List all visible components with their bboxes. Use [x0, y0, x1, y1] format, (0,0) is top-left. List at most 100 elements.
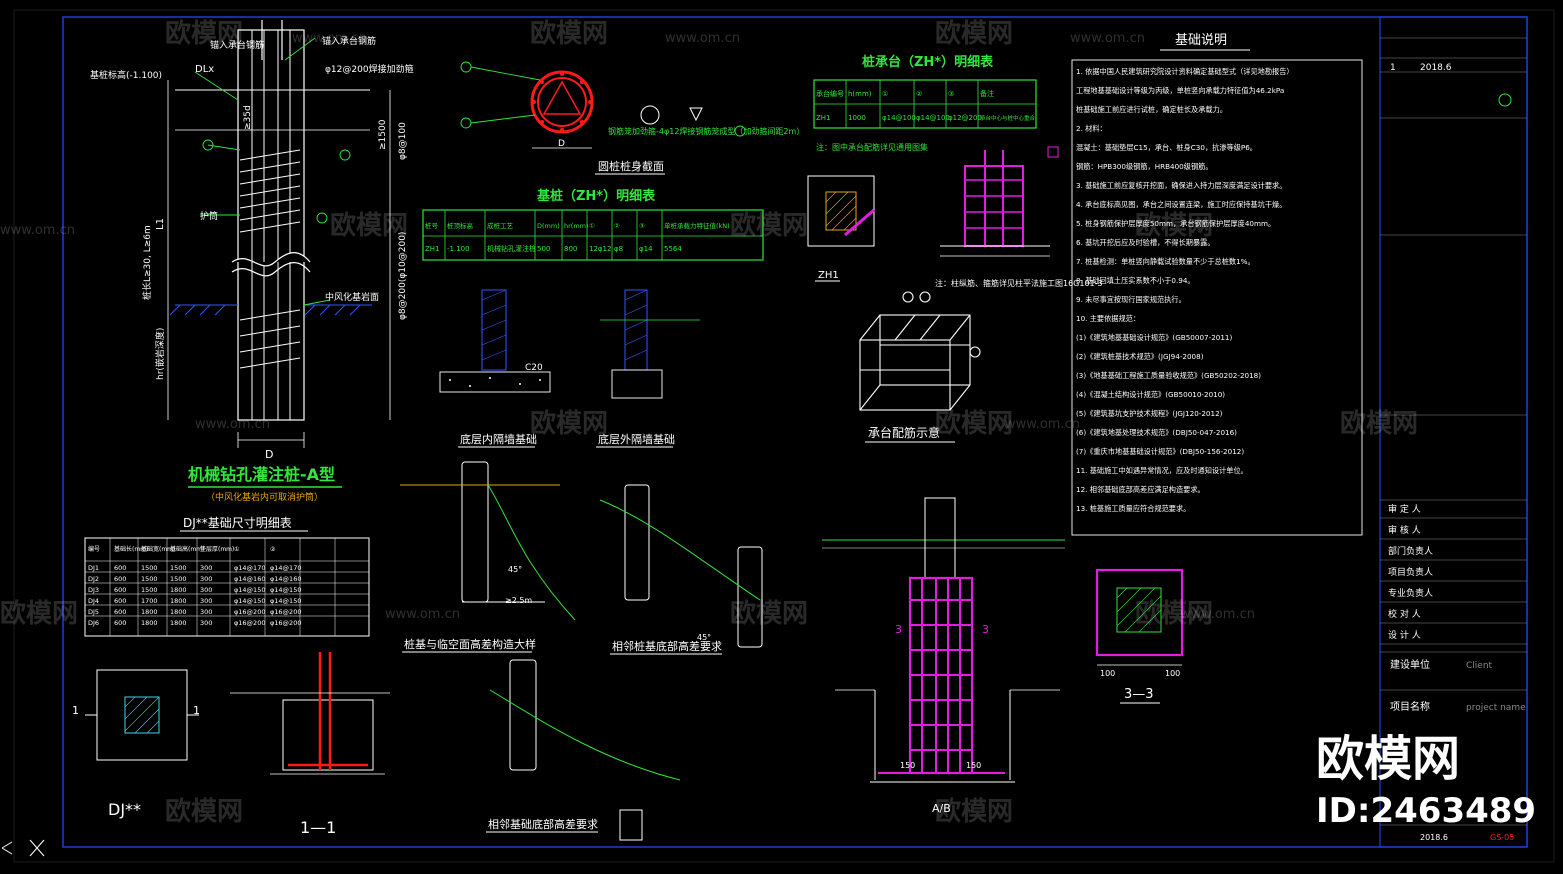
- column-section: 3 3 A/B 150 150: [822, 497, 1065, 815]
- notes-line: 混凝土：基础垫层C15，承台、桩身C30，抗渗等级P6。: [1076, 143, 1257, 152]
- dj-table-cell: 1800: [170, 619, 187, 627]
- dj-table-cell: 300: [200, 575, 212, 583]
- dj-table-cell: φ14@160: [234, 575, 265, 583]
- wm-url-2: www.om.cn: [665, 31, 740, 46]
- dj-table-title: DJ**基础尺寸明细表: [183, 516, 292, 530]
- wm-1: 欧模网: [165, 18, 243, 49]
- title-block-row: 校 对 人: [1388, 608, 1421, 620]
- wm-13: 欧模网: [165, 796, 243, 827]
- zh-table-cell: φ14: [639, 245, 653, 253]
- tb-date: 2018.6: [1420, 63, 1452, 73]
- tb-date-2: 2018.6: [1420, 833, 1448, 842]
- circle-section: D 钢筋笼加劲箍-4φ12焊接钢筋笼成型（加劲箍间距2m） 圆桩桩身截面: [460, 61, 804, 175]
- zh-table-cell: φ8: [614, 245, 623, 253]
- pile-detail-2-title: 相邻桩基底部高差要求: [612, 639, 722, 653]
- notes-line: 7. 桩基检测：单桩竖向静载试验数量不少于总桩数1%。: [1076, 257, 1255, 266]
- zh-table-header: ①: [589, 222, 595, 230]
- zh-table-cell: -1.100: [447, 245, 470, 253]
- label-rock-depth: hr(嵌岩深度): [154, 328, 166, 380]
- cap-table-header: 备注: [980, 89, 994, 98]
- notes-line: (6)《建筑地基处理技术规范》(DBJ50-047-2016): [1076, 428, 1237, 437]
- wm-5: 欧模网: [730, 210, 808, 241]
- dj-table-cell: φ16@200: [234, 619, 265, 627]
- wm-4: 欧模网: [330, 210, 408, 241]
- dj-table: DJ**基础尺寸明细表 编号基础长(mm)基础宽(mm)基础高(mm)垫层厚(m…: [84, 516, 370, 637]
- zh-section: 注：柱纵筋、箍筋详见柱平法施工图16G101-3: [935, 146, 1103, 288]
- notes-line: 13. 桩基施工质量应符合规范要求。: [1076, 504, 1190, 513]
- dj-table-cell: 1800: [170, 586, 187, 594]
- zh-table-cell: 5564: [664, 245, 682, 253]
- tb-sheet: GS-05: [1490, 833, 1514, 842]
- tb-rev: 1: [1390, 63, 1396, 73]
- wm-7: 欧模网: [530, 408, 608, 439]
- big-watermark-brand: 欧模网: [1316, 731, 1460, 787]
- dj-table-cell: φ14@160: [270, 575, 301, 583]
- dj-table-cell: DJ3: [88, 586, 99, 594]
- pile-subtitle: （中风化基岩内可取消护筒）: [206, 491, 323, 503]
- wm-url-6: www.om.cn: [1005, 417, 1080, 432]
- label-length: 桩长L≥30, L≥6m: [141, 225, 153, 300]
- title-block-row: 设 计 人: [1388, 629, 1421, 641]
- label-spacing-bottom: φ8@200(φ10@200): [398, 232, 408, 320]
- notes-title: 基础说明: [1175, 33, 1227, 48]
- label-stirrup: φ12@200焊接加劲箍: [325, 63, 414, 75]
- wm-3: 欧模网: [935, 18, 1013, 49]
- dj-sec-right: 1: [193, 704, 200, 717]
- cap-table-header: ③: [948, 90, 954, 98]
- label-sleeve: 护筒: [200, 210, 218, 222]
- cap-table-header: h(mm): [848, 90, 872, 98]
- pile-details: [400, 461, 763, 841]
- dj-table-cell: φ14@150: [234, 597, 265, 605]
- notes-line: (1)《建筑地基基础设计规范》(GB50007-2011): [1076, 333, 1232, 342]
- wm-10: 欧模网: [0, 598, 78, 629]
- dj-table-cell: 300: [200, 597, 212, 605]
- section-3-3: 100 100 3—3: [1095, 568, 1184, 704]
- wm-url-7: www.om.cn: [385, 607, 460, 622]
- dj-plan-title: DJ**: [108, 800, 141, 819]
- label-dlx: DLx: [195, 64, 214, 75]
- zh-table-header: 成桩工艺: [487, 221, 514, 230]
- cap-table-cell: 承台中心与桩中心重合: [980, 114, 1036, 122]
- watermarks: 欧模网 欧模网 欧模网 欧模网 欧模网 欧模网 欧模网 欧模网 欧模网 欧模网 …: [0, 18, 1536, 831]
- zh-table-cell: 500: [537, 245, 550, 253]
- cap-table-header: 承台编号: [816, 89, 844, 98]
- wm-url-4: www.om.cn: [0, 223, 75, 238]
- dim-150-a: 150: [900, 761, 915, 770]
- ucs-icon: [1, 839, 45, 857]
- dj-table-header: 垫层厚(mm): [200, 545, 234, 553]
- sec-3-left: 3: [895, 623, 902, 636]
- dj-table-cell: 600: [114, 619, 126, 627]
- dj-table-cell: 1500: [141, 575, 158, 583]
- notes-line: 9. 未尽事宜按现行国家规范执行。: [1076, 295, 1186, 304]
- wm-url-1: www.om.cn: [292, 31, 367, 46]
- zh-table-cell: 12φ12: [589, 245, 611, 253]
- dj-table-header: 基础长(mm): [114, 545, 148, 553]
- pile-section: 锚入承台钢筋 锚入承台钢筋 基桩标高(-1.100) φ12@200焊接加劲箍 …: [90, 20, 414, 503]
- dj-table-header: ②: [270, 546, 276, 553]
- cap-table-title: 桩承台（ZH*）明细表: [862, 54, 994, 70]
- cap-table-cell: φ12@200: [948, 114, 982, 122]
- notes-line: 6. 基坑开挖后应及时验槽，不得长期暴露。: [1076, 238, 1215, 247]
- notes-line: 1. 依据中国人民建筑研究院设计资料确定基础型式（详见地勘报告）: [1076, 67, 1294, 76]
- dim-150-b: 150: [966, 761, 981, 770]
- zh-table-header: 单桩承载力特征值(kN): [664, 221, 730, 230]
- notes-line: 12. 相邻基础底部高差应满足构造要求。: [1076, 485, 1205, 494]
- dj-table-cell: DJ6: [88, 619, 99, 627]
- notes-line: 2. 材料：: [1076, 124, 1107, 133]
- cap-table-cell: ZH1: [816, 114, 831, 122]
- circle-d: D: [558, 139, 565, 149]
- label-rock: 中风化基岩面: [325, 291, 379, 303]
- wm-12: 欧模网: [1135, 598, 1213, 629]
- dj-table-cell: 300: [200, 619, 212, 627]
- zh-table-cell: 机械钻孔灌注桩: [487, 244, 536, 253]
- dj-table-cell: 1800: [170, 608, 187, 616]
- notes-line: (3)《地基基础工程施工质量验收规范》(GB50202-2018): [1076, 371, 1261, 380]
- zh-table-title: 基桩（ZH*）明细表: [536, 188, 656, 204]
- dj-table-cell: 300: [200, 586, 212, 594]
- dj-table-header: ①: [234, 546, 239, 553]
- label-sleeve-top: 锚入承台钢筋: [210, 39, 264, 51]
- notes-line: 桩基础施工前应进行试桩，确定桩长及承载力。: [1076, 105, 1227, 114]
